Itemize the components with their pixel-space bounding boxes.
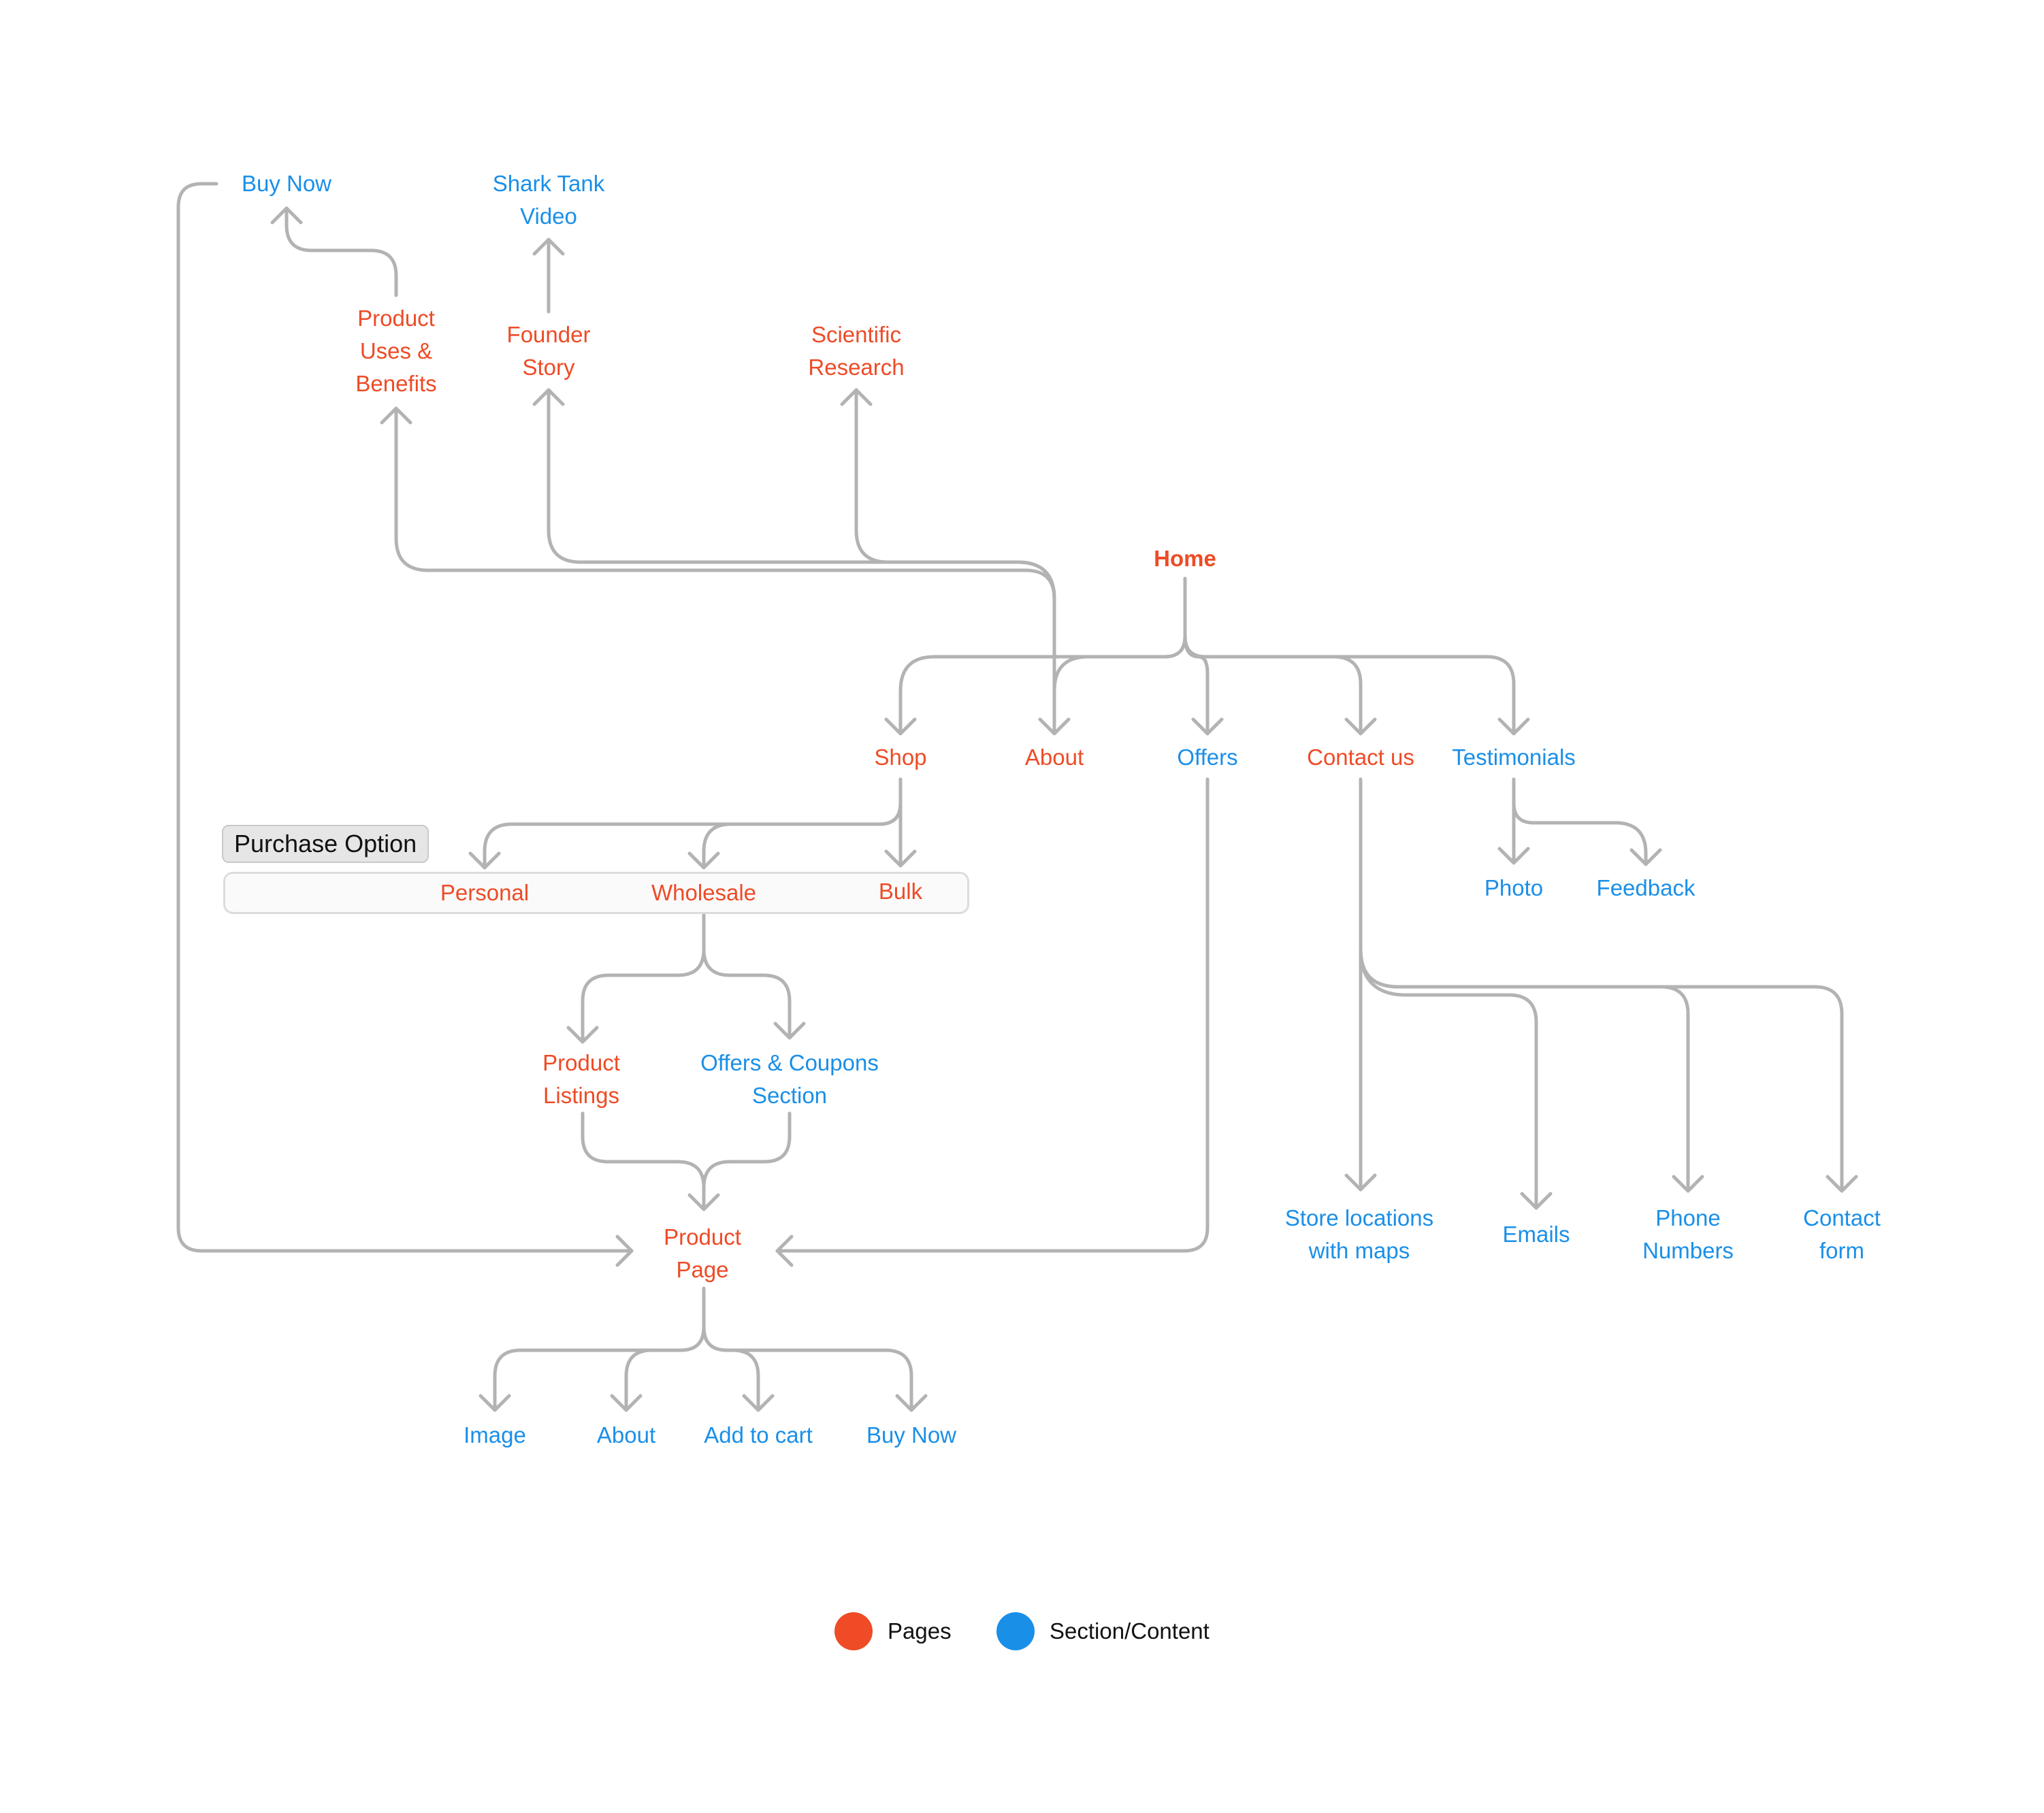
arrow-coupons: [773, 1022, 806, 1040]
arrow-buynow-bottom: [895, 1394, 928, 1412]
edge-home-contact: [1183, 634, 1363, 736]
arrow-product-page: [687, 1193, 720, 1211]
edge-about-research: [854, 388, 1056, 601]
edge-about-founder: [547, 388, 1056, 601]
node-shark-tank[interactable]: Shark Tank Video: [492, 171, 605, 229]
node-product-page[interactable]: Product Page: [664, 1224, 741, 1282]
node-emails[interactable]: Emails: [1502, 1222, 1570, 1247]
node-wholesale[interactable]: Wholesale: [651, 880, 757, 905]
arrow-store: [1344, 1173, 1377, 1192]
edge-home-testimonials: [1183, 634, 1516, 736]
node-testimonials[interactable]: Testimonials: [1452, 745, 1576, 770]
edge-offers-productpage: [775, 777, 1210, 1253]
arrow-shark: [532, 238, 565, 256]
edge-wholesale-listings: [581, 947, 706, 1044]
arrow-productpage-left: [615, 1235, 634, 1267]
node-product-uses[interactable]: Product Uses & Benefits: [355, 306, 437, 396]
edge-contact-form: [1359, 947, 1844, 1193]
node-home[interactable]: Home: [1154, 546, 1216, 571]
arrow-phone: [1672, 1175, 1704, 1193]
node-offers[interactable]: Offers: [1177, 745, 1238, 770]
node-photo[interactable]: Photo: [1484, 875, 1544, 900]
edge-testimonials-feedback: [1512, 801, 1648, 866]
node-feedback[interactable]: Feedback: [1596, 875, 1696, 900]
edge-uses-buynow: [285, 206, 398, 297]
node-buy-now-top[interactable]: Buy Now: [241, 171, 332, 196]
arrow-research: [840, 388, 873, 406]
arrow-testimonials: [1497, 717, 1530, 736]
arrow-photo: [1497, 847, 1530, 865]
edge-product-cart: [702, 1325, 760, 1412]
node-product-listings[interactable]: Product Listings: [542, 1050, 620, 1108]
node-contact-us[interactable]: Contact us: [1307, 745, 1414, 770]
arrow-shop: [884, 717, 917, 736]
arrow-productpage-right: [775, 1235, 794, 1267]
node-contact-form[interactable]: Contact form: [1803, 1205, 1881, 1263]
arrow-contact: [1344, 717, 1377, 736]
edge-product-buynow: [702, 1325, 913, 1412]
edge-home-shop: [898, 634, 1187, 736]
arrow-buynow-top: [270, 206, 303, 225]
legend-section-content: Section/Content: [996, 1611, 1210, 1652]
edge-buynow-productpage: [176, 182, 634, 1253]
arrow-uses: [380, 406, 412, 425]
purchase-option-group: [223, 872, 969, 914]
arrow-contact-form: [1826, 1175, 1858, 1193]
edge-coupons-product: [702, 1111, 792, 1190]
edge-shop-wholesale: [702, 801, 903, 870]
purchase-option-label: Purchase Option: [222, 825, 429, 863]
arrow-personal: [468, 851, 501, 870]
arrow-offers: [1191, 717, 1224, 736]
node-about-section[interactable]: About: [596, 1422, 656, 1448]
edge-product-about: [624, 1325, 706, 1412]
node-offers-coupons[interactable]: Offers & Coupons Section: [700, 1050, 879, 1108]
legend-section-swatch: [996, 1612, 1035, 1650]
arrow-emails: [1520, 1192, 1553, 1210]
legend-pages: Pages: [834, 1611, 952, 1652]
node-about[interactable]: About: [1024, 745, 1084, 770]
node-image[interactable]: Image: [464, 1422, 526, 1448]
node-shop[interactable]: Shop: [874, 745, 927, 770]
edge-listings-product: [581, 1111, 706, 1211]
node-bulk[interactable]: Bulk: [878, 879, 923, 904]
node-phone-numbers[interactable]: Phone Numbers: [1642, 1205, 1734, 1263]
arrow-listings: [566, 1026, 599, 1044]
legend-section-label: Section/Content: [1050, 1618, 1210, 1644]
node-store-locations[interactable]: Store locations with maps: [1284, 1205, 1434, 1263]
arrow-add-to-cart: [742, 1394, 775, 1412]
edge-home-about: [1052, 634, 1187, 736]
edge-wholesale-coupons: [702, 947, 792, 1040]
legend-pages-swatch: [834, 1612, 873, 1650]
arrow-image: [478, 1394, 511, 1412]
edge-product-image: [493, 1325, 706, 1412]
legend-pages-label: Pages: [888, 1618, 952, 1644]
arrow-wholesale: [687, 851, 720, 870]
arrow-feedback: [1629, 848, 1662, 866]
arrow-about-section: [610, 1394, 643, 1412]
arrow-about: [1038, 717, 1071, 736]
arrow-bulk: [884, 849, 917, 868]
node-add-to-cart[interactable]: Add to cart: [704, 1422, 813, 1448]
node-founder-story[interactable]: Founder Story: [506, 322, 591, 380]
edge-about-uses: [394, 406, 1056, 723]
node-personal[interactable]: Personal: [440, 880, 530, 905]
node-scientific-research[interactable]: Scientific Research: [808, 322, 905, 380]
arrow-founder: [532, 388, 565, 406]
node-buy-now-bottom[interactable]: Buy Now: [866, 1422, 957, 1448]
